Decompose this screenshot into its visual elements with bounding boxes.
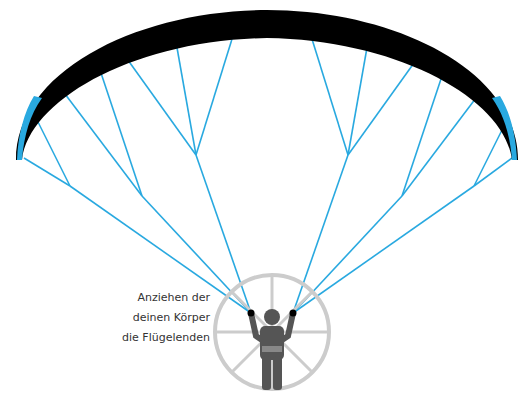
wing-tip [17,96,42,160]
paramotor-cage [215,275,329,389]
suspension-lines [24,39,512,313]
pilot [248,309,297,390]
note-text: Anziehen der [137,291,210,305]
note-text: die Flügelenden [122,331,210,345]
note-text: deinen Körper [133,311,210,325]
canopy [16,10,518,160]
wing-tip [492,96,517,160]
